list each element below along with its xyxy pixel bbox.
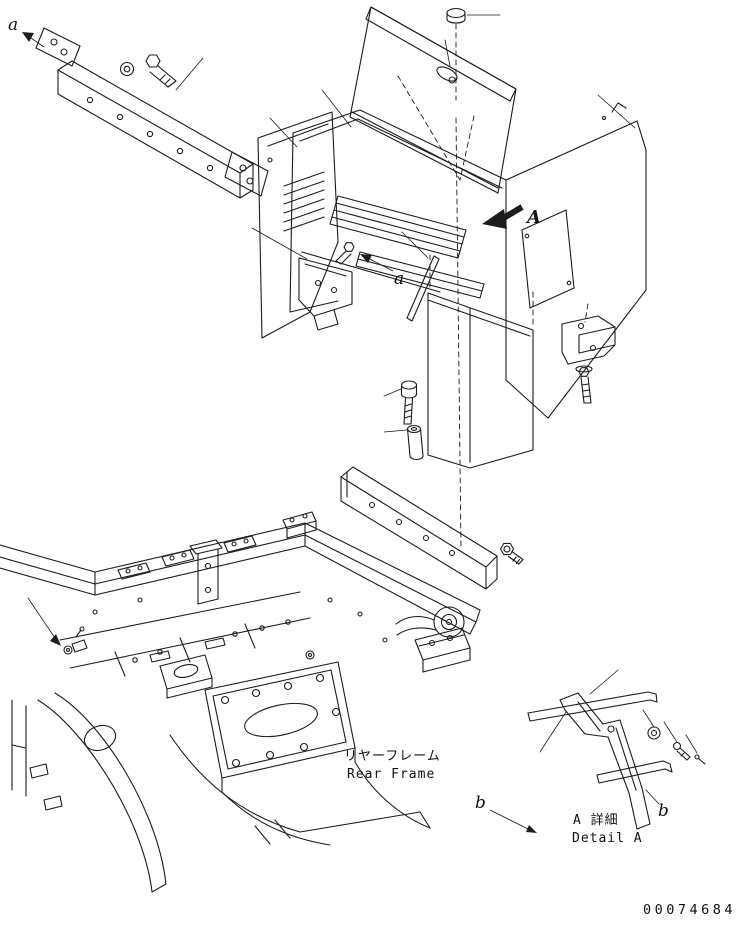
leader-line [642,709,655,728]
callout-arrow-a-top [22,32,45,48]
detail-a-view: b b A 詳細 Detail A [475,669,706,846]
lid-handle [436,66,458,82]
mount-bracket-right [561,315,616,365]
lower-front-panel [427,292,534,469]
leader-line [539,711,567,753]
frame-top-bracket [282,511,317,539]
bolt-right [575,365,593,404]
arrowhead-icon [482,209,507,229]
detail-a-label-en: Detail A [572,831,643,846]
leader-line [589,669,619,695]
drawing-number: 00074684 [643,902,736,918]
interior-panel [257,111,339,339]
flat-bracket-left [35,27,81,67]
leader-line [597,94,636,129]
arrowhead-icon [50,634,61,646]
leader-line [663,721,678,743]
interior-bracket [298,257,353,331]
leader-line [251,227,308,260]
bolt-a [335,242,355,265]
clamp-callout [27,597,88,655]
detail-screw [672,741,691,761]
hood-cover-assembly: A [251,6,647,549]
frame-right-bracket [414,627,471,673]
leader-line [175,57,204,91]
detail-washer [647,726,661,740]
hidden-center-lines [397,23,589,549]
circular-boss [395,606,465,638]
access-panel [521,209,575,309]
detail-a-label-jp: A 詳細 [573,812,619,828]
vent-slats-lower [355,251,485,299]
deck-surface [59,591,388,677]
bent-bracket-arm [559,692,651,830]
hex-bolt [499,542,524,565]
callout-arrow-b [489,809,537,833]
spacer-sleeve [406,424,424,461]
thin-strip [401,231,440,322]
arrowhead-icon [526,825,537,833]
upright-bracket [189,539,223,605]
cap-plug [446,7,501,24]
callout-arrow-a-middle [360,254,394,272]
callout-b-right: b [658,801,669,821]
rear-frame-label-en: Rear Frame [347,767,435,782]
arrowhead-icon [22,32,34,42]
flat-bracket-right [224,151,269,197]
washer-top-left [119,61,135,77]
frame-lower-curves [11,692,431,893]
callout-b-left: b [475,793,486,813]
slot-bracket [159,654,213,699]
vent-slats-upper [329,195,467,259]
detail-pin [694,754,706,765]
hood-body [289,102,647,419]
support-rail-bar [57,60,254,199]
leader-line [321,89,352,128]
rear-frame-label-jp: リヤーフレーム [344,749,441,764]
leader-line [645,789,660,805]
view-a-arrow [482,204,524,229]
lower-sill-rail [340,466,524,590]
rail-pads [117,535,257,580]
upper-rail-assembly: a [8,15,269,199]
leader-line [401,231,429,259]
bolt-top-left [145,54,177,88]
lower-strip [596,760,673,784]
view-label-a: A [525,207,541,228]
bolt-center [400,380,418,425]
trim-strip [527,691,658,722]
leader-line [383,429,408,433]
callout-a-middle: a [394,269,404,289]
leader-line [444,39,451,67]
leader-line [685,734,698,754]
arrowhead-icon [360,254,372,263]
rear-frame: リヤーフレーム Rear Frame [0,511,481,893]
mid-hardware: a [335,231,616,461]
leader-line [383,388,402,397]
hood-lid [349,6,517,194]
callout-a-top-left: a [8,15,18,35]
